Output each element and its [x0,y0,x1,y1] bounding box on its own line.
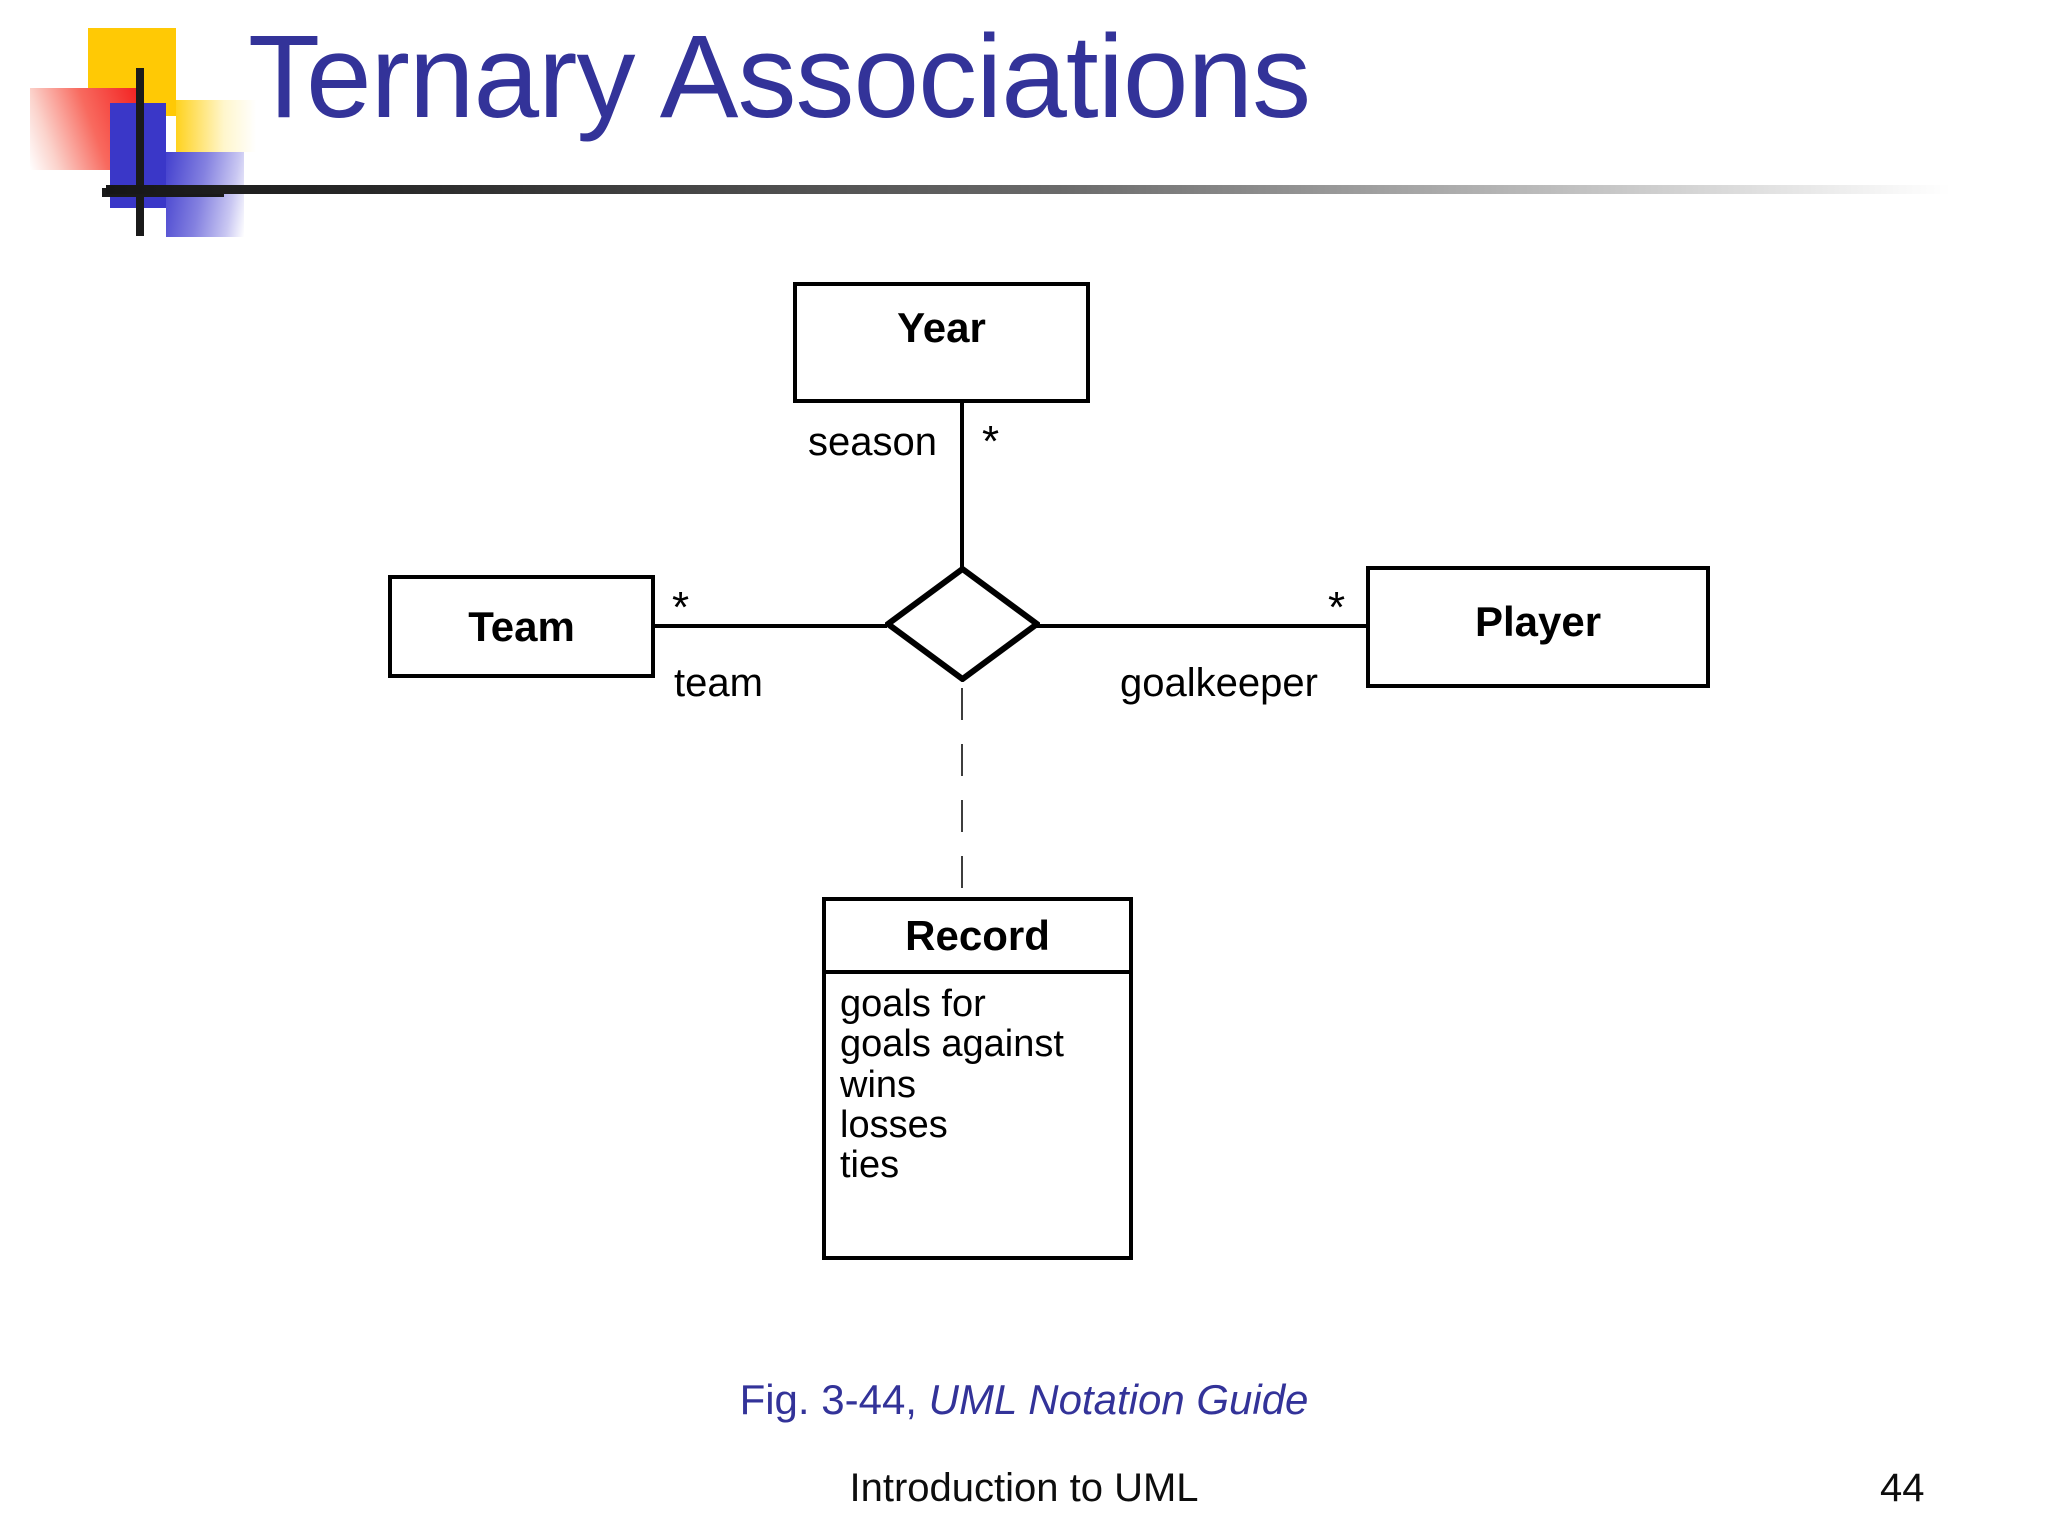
attribute-row: wins [840,1063,917,1106]
class-name-record: Record [905,911,1050,959]
association-class-dashed-link [961,688,963,898]
ternary-association-diamond-icon [885,566,1040,682]
class-box-record[interactable]: Record goals for goals against wins loss… [822,897,1133,1260]
role-label-season: season [808,420,937,464]
role-label-team: team [674,661,763,705]
figure-caption-source: UML Notation Guide [928,1376,1309,1423]
figure-caption: Fig. 3-44, UML Notation Guide [0,1376,2048,1424]
slide-page-number: 44 [1880,1466,1925,1510]
class-attributes-record: goals for goals against wins losses ties [826,974,1129,1187]
class-box-player[interactable]: Player [1366,566,1710,688]
class-name-player: Player [1474,598,1602,645]
class-name-year: Year [897,304,986,351]
attribute-row: ties [840,1144,900,1187]
class-header-record: Record [826,901,1129,974]
class-box-team[interactable]: Team [388,575,655,678]
slide-footer-text: Introduction to UML [849,1466,1199,1510]
association-line-player [1036,624,1368,628]
figure-caption-prefix: Fig. 3-44, [739,1376,929,1423]
association-line-year [960,401,964,571]
multiplicity-label-season: * [982,417,1000,466]
attribute-row: goals against [840,1023,1064,1066]
multiplicity-label-team: * [672,583,690,632]
slide-logo-decoration [20,10,256,237]
logo-cross-vertical-bar [136,68,144,236]
logo-yellow-fade-block [176,100,256,152]
class-box-year[interactable]: Year [793,282,1090,403]
multiplicity-label-goalkeeper: * [1328,583,1346,632]
slide-title: Ternary Associations [248,11,1311,143]
attribute-row: losses [840,1103,948,1146]
class-name-team: Team [468,603,575,650]
attribute-row: goals for [840,983,986,1025]
association-line-team [653,624,887,628]
role-label-goalkeeper: goalkeeper [1120,661,1318,705]
title-underline-rule [106,185,1951,194]
